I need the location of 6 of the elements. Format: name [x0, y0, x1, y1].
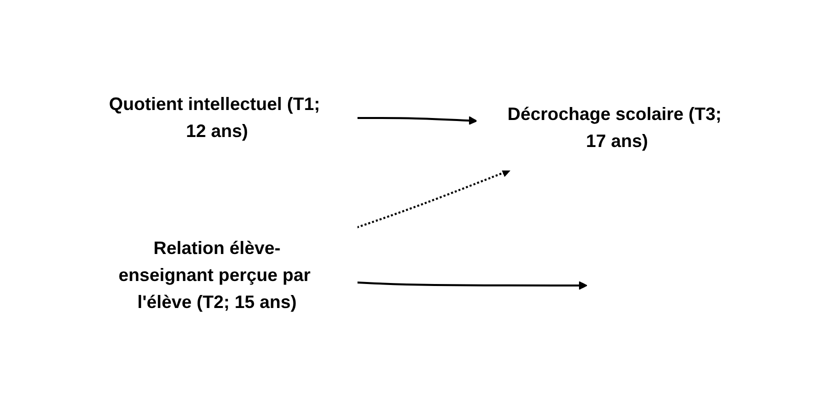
- node-text: Relation élève-enseignant perçue par l'élève (T2; 15 ans): [118, 238, 310, 312]
- node-text: Décrochage scolaire (T3; 17 ans): [506, 104, 722, 150]
- arrow: [356, 280, 587, 290]
- node-text: Quotient intellectuel (T1; 12 ans): [108, 94, 320, 140]
- arrow: [356, 116, 477, 124]
- arrow: [356, 168, 510, 228]
